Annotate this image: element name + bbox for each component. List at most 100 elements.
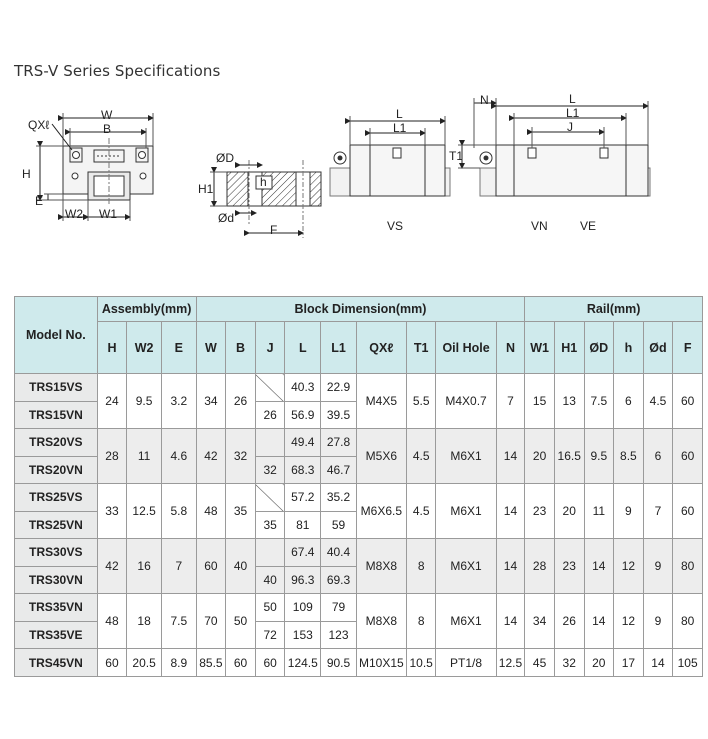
label-w2: W2	[65, 207, 83, 221]
header-block-dimension: Block Dimension(mm)	[195, 296, 526, 322]
table-cell: 6	[642, 428, 674, 484]
table-cell: 46.7	[320, 455, 357, 484]
model-cell: TRS45VN	[14, 648, 98, 677]
vs-side-drawing: L L1 VS	[329, 107, 451, 233]
table-cell: 40	[254, 565, 286, 594]
table-cell	[254, 538, 286, 567]
table-cell: 9	[613, 483, 644, 539]
table-cell: 17	[613, 648, 644, 677]
table-cell: 23	[524, 483, 555, 539]
model-cell: TRS35VE	[14, 620, 98, 649]
table-cell: 90.5	[320, 648, 357, 677]
table-cell: 96.3	[284, 565, 322, 594]
header-model-no: Model No.	[14, 296, 98, 374]
column-header: L	[284, 321, 322, 374]
table-cell: 5.5	[405, 373, 437, 429]
table-cell: 35.2	[320, 483, 357, 512]
table-cell: 124.5	[284, 648, 322, 677]
model-cell: TRS25VN	[14, 510, 98, 539]
table-cell: 13	[553, 373, 585, 429]
table-cell: 22.9	[320, 373, 357, 402]
column-header: ØD	[583, 321, 615, 374]
table-cell: M8X8	[355, 593, 407, 649]
table-cell: 32	[553, 648, 585, 677]
column-header: Ød	[642, 321, 674, 374]
label-e: E	[35, 194, 43, 208]
table-cell: 153	[284, 620, 322, 649]
table-cell: 60	[225, 648, 256, 677]
table-cell	[254, 483, 286, 512]
label-t1: T1	[449, 149, 463, 163]
table-cell: 23	[553, 538, 585, 594]
table-cell: M6X6.5	[355, 483, 407, 539]
table-cell: 16.5	[553, 428, 585, 484]
table-cell: PT1/8	[435, 648, 497, 677]
table-cell: 7.5	[160, 593, 197, 649]
label-b: B	[103, 122, 111, 136]
table-cell: 12.5	[126, 483, 162, 539]
table-cell: M4X5	[355, 373, 407, 429]
table-cell: 8	[405, 593, 437, 649]
table-cell: 4.5	[405, 483, 437, 539]
label-od-small: Ød	[218, 211, 234, 225]
table-cell: 49.4	[284, 428, 322, 457]
table-cell: 9.5	[583, 428, 615, 484]
table-cell: 40.3	[284, 373, 322, 402]
column-header: J	[254, 321, 286, 374]
table-cell: 12.5	[495, 648, 526, 677]
table-cell: 9	[642, 593, 674, 649]
table-cell: 20	[583, 648, 615, 677]
model-cell: TRS20VN	[14, 455, 98, 484]
table-cell: 72	[254, 620, 286, 649]
table-cell: M4X0.7	[435, 373, 497, 429]
table-cell: 42	[195, 428, 227, 484]
table-cell: 7	[642, 483, 674, 539]
column-header: H	[96, 321, 128, 374]
table-cell: 20	[524, 428, 555, 484]
table-cell: 8	[405, 538, 437, 594]
column-header: Oil Hole	[435, 321, 497, 374]
label-n: N	[480, 93, 489, 107]
table-cell: M5X6	[355, 428, 407, 484]
table-cell: 40.4	[320, 538, 357, 567]
table-cell: 14	[583, 538, 615, 594]
table-cell: 56.9	[284, 400, 322, 429]
table-cell: 123	[320, 620, 357, 649]
table-cell: 27.8	[320, 428, 357, 457]
label-vs: VS	[387, 219, 403, 233]
table-cell: 33	[96, 483, 128, 539]
table-cell: 70	[195, 593, 227, 649]
table-cell: M6X1	[435, 593, 497, 649]
table-cell: 80	[672, 593, 703, 649]
model-cell: TRS25VS	[14, 483, 98, 512]
table-cell: 24	[96, 373, 128, 429]
table-cell: 105	[672, 648, 703, 677]
label-h-small: h	[260, 175, 267, 189]
column-header: QXℓ	[355, 321, 407, 374]
label-l-vs: L	[396, 107, 403, 121]
table-cell: 14	[495, 593, 526, 649]
table-cell: 14	[495, 483, 526, 539]
table-cell: 60	[195, 538, 227, 594]
column-header: N	[495, 321, 526, 374]
table-cell: 48	[96, 593, 128, 649]
table-cell: 11	[126, 428, 162, 484]
table-cell: 45	[524, 648, 555, 677]
table-cell: 14	[495, 428, 526, 484]
table-cell: 57.2	[284, 483, 322, 512]
label-f: F	[270, 223, 277, 237]
table-cell: 69.3	[320, 565, 357, 594]
table-cell: 59	[320, 510, 357, 539]
table-cell: 11	[583, 483, 615, 539]
table-cell: 7	[495, 373, 526, 429]
table-cell: 85.5	[195, 648, 227, 677]
label-h1: H1	[198, 182, 214, 196]
table-cell: 34	[524, 593, 555, 649]
table-cell: 4.6	[160, 428, 197, 484]
